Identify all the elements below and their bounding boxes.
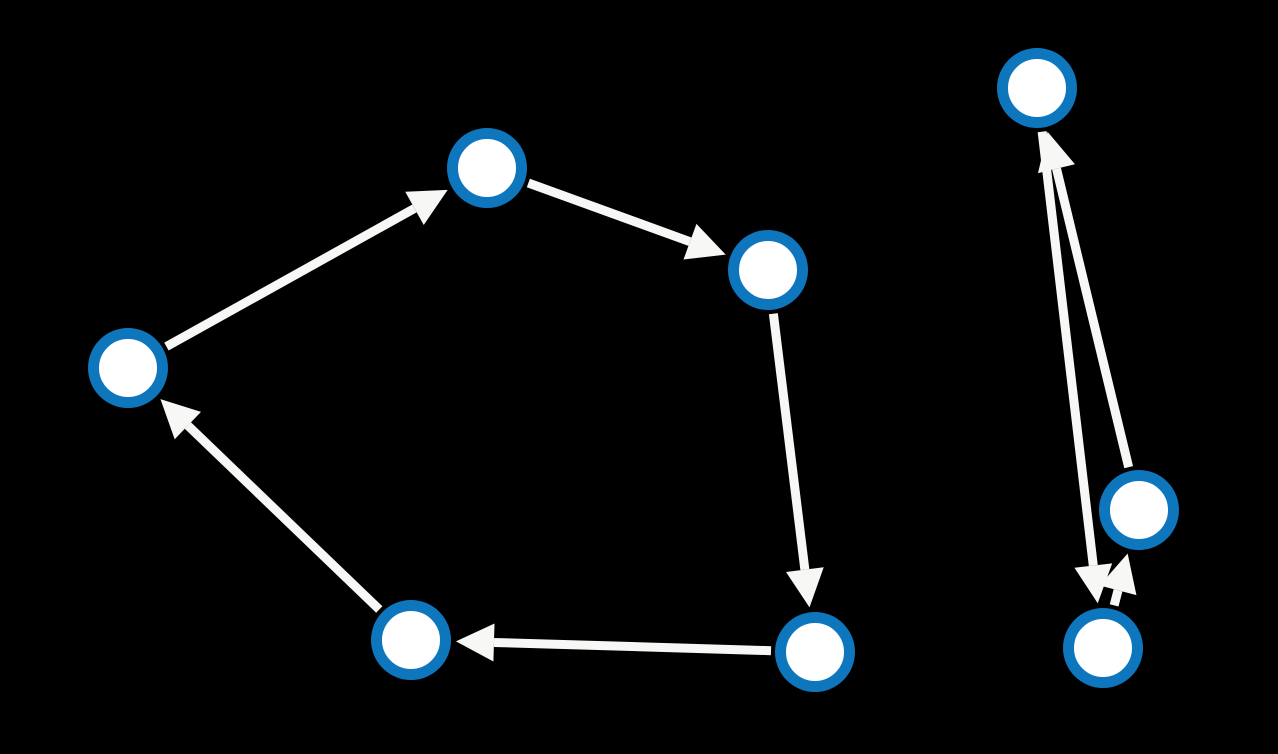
graph-node-circle [997,48,1077,128]
graph-node-n6[interactable] [1063,608,1143,688]
graph-edge-n6-to-n5[interactable] [1109,589,1123,607]
graph-node-n3[interactable] [728,230,808,310]
graph-arrowhead-n4-to-n6 [1074,563,1113,604]
graph-node-circle [728,230,808,310]
graph-arrowhead-n1-to-n2 [405,189,448,225]
graph-edge-n5-to-n4[interactable] [1052,167,1134,469]
graph-node-n5[interactable] [1099,470,1179,550]
graph-node-circle [447,128,527,208]
graph-arrowhead-n8-to-n1 [160,399,202,440]
graph-edge-n3-to-n7[interactable] [768,313,810,571]
graph-edge-n2-to-n3[interactable] [526,178,692,246]
graph-node-circle [1063,608,1143,688]
graph-edge-n4-to-n6[interactable] [1037,131,1098,567]
graph-node-n4[interactable] [997,48,1077,128]
graph-node-circle [371,600,451,680]
graph-node-circle [88,328,168,408]
graph-node-circle [1099,470,1179,550]
edge-layer [160,131,1137,662]
graph-edge-n7-to-n8[interactable] [493,637,772,656]
graph-edge-n8-to-n1[interactable] [184,422,383,613]
graph-node-circle [775,612,855,692]
graph-node-n8[interactable] [371,600,451,680]
graph-arrowhead-n5-to-n4 [1038,131,1075,174]
graph-node-n2[interactable] [447,128,527,208]
graph-arrowhead-n3-to-n7 [786,567,824,608]
graph-arrowhead-n6-to-n5 [1099,553,1137,596]
graph-edge-n1-to-n2[interactable] [164,204,417,351]
graph-arrowhead-n2-to-n3 [683,223,726,260]
node-layer [88,48,1179,692]
graph-node-n7[interactable] [775,612,855,692]
graph-node-n1[interactable] [88,328,168,408]
graph-arrowhead-n7-to-n8 [455,623,495,662]
